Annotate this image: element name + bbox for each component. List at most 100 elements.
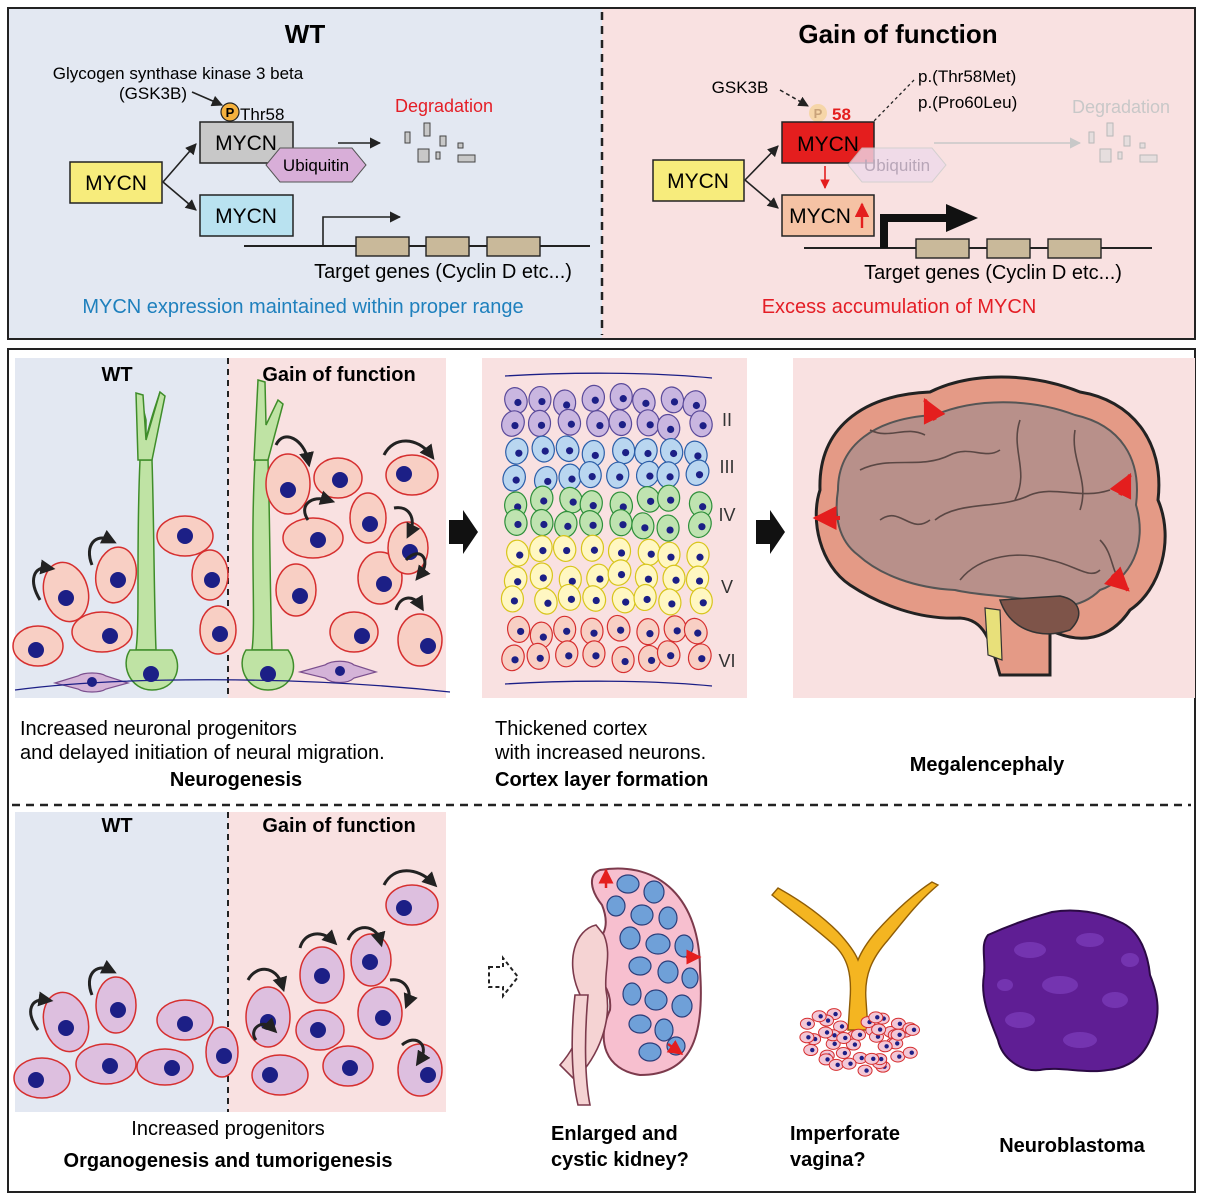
cortex-cell-nucleus [647,656,656,665]
cortex-cell-nucleus [699,503,707,511]
cortex-cell-nucleus [642,399,650,407]
cortex-cell-nucleus [511,656,519,664]
neurogenesis-title: Neurogenesis [170,769,302,791]
phospho-icon [220,102,240,122]
mutation-thr58met: p.(Thr58Met) [918,67,1016,86]
layer-label-ii: II [722,410,732,430]
enhanced-transcription-arrow [880,214,950,248]
cortex-cell-nucleus [589,521,597,529]
cortex-cell-nucleus [692,401,701,410]
kidney-caption-2: cystic kidney? [551,1149,689,1171]
neurogenesis-section: WT Gain of function [12,358,451,791]
cluster-cell-nucleus [810,1047,815,1053]
cortex-cell-nucleus [514,503,522,511]
cluster-cell-nucleus [825,1018,831,1023]
cortex-cell-nucleus [644,575,653,583]
cluster-cell-nucleus [897,1054,902,1059]
cortex-cell-nucleus [616,473,624,481]
cortex-cell-nucleus [563,546,571,555]
cluster-cell-nucleus [871,1056,876,1062]
gof-mutant-mycn-label: MYCN [797,133,859,156]
cortex-cell-nucleus [647,497,655,505]
cortex-cell-nucleus [699,599,707,607]
neuro-caption-1: Increased neuronal progenitors [20,718,297,740]
cortex-cell-nucleus [516,551,524,559]
cortex-cell-nucleus [622,598,630,606]
glia-nucleus [260,666,276,682]
cluster-cell-nucleus [806,1021,812,1026]
organo-title: Organogenesis and tumorigenesis [64,1150,393,1172]
gof-gsk3b-label: GSK3B [712,78,769,97]
cortex-cell-nucleus [568,577,576,585]
cortex-caption-1: Thickened cortex [495,718,647,740]
vagina-cell-cluster [799,1008,921,1077]
cortex-cell-nucleus [567,420,575,428]
migrating-nucleus [335,666,345,676]
cortex-caption-2: with increased neurons. [494,742,706,764]
neuroblastoma-illustration: Neuroblastoma [982,909,1159,1157]
wt-target-genes: Target genes (Cyclin D etc...) [314,261,572,283]
cortex-cell-nucleus [619,395,627,403]
cortex-cell-nucleus [670,449,678,458]
degradation-fragments [404,122,476,163]
gof-branch-arrow-up [744,145,779,181]
cortex-cell-nucleus [514,520,522,529]
gene-box [355,236,410,257]
organo-caption: Increased progenitors [131,1118,324,1140]
phospho-label: P [226,105,235,120]
cortex-cell-nucleus [646,421,654,429]
gene-box [425,236,470,257]
organo-gof-label: Gain of function [262,815,415,837]
cortex-cell-nucleus [694,452,702,460]
cortex-cell-nucleus [617,549,626,557]
gof-target-genes: Target genes (Cyclin D etc...) [864,262,1122,284]
gof-branch-arrow-down [744,179,779,209]
cortex-cell-nucleus [666,526,674,534]
megalencephaly-title: Megalencephaly [910,754,1065,776]
cortex-cell-nucleus [617,626,625,634]
cluster-cell-nucleus [897,1032,902,1037]
cortex-cell-nucleus [643,595,651,604]
pial-surface [14,679,451,693]
enhanced-transcription-head [946,204,978,232]
migrating-nucleus [87,677,97,687]
cortex-cell-nucleus [539,633,547,641]
cortex-cell-nucleus [515,449,523,457]
cortex-cell-nucleus [590,546,599,554]
cortex-cell-nucleus [698,523,706,531]
cluster-cell-nucleus [857,1032,863,1037]
cortex-cell-nucleus [646,472,654,480]
flow-arrow-2 [756,510,785,554]
transcription-arrow [322,211,402,246]
cortex-cell-nucleus [644,449,652,458]
cortex-cell-nucleus [667,425,675,434]
layer-label-v: V [721,577,733,597]
lower-panel-border [7,348,1196,1193]
cortex-cell-nucleus [536,654,544,662]
cluster-cell-nucleus [879,1056,884,1062]
branch-arrow-up [162,143,197,183]
cluster-cell-nucleus [864,1068,869,1073]
cortex-bottom-border [504,680,713,687]
kidney-illustration: Enlarged and cystic kidney? [551,867,702,1171]
faded-phospho-icon [809,104,827,122]
cerebellum [998,595,1080,635]
cortex-cell-nucleus [510,597,519,605]
cortex-cell-nucleus [566,447,574,455]
degradation-label: Degradation [395,96,493,116]
cortex-cell-nucleus [544,477,552,486]
neuroblastoma-caption: Neuroblastoma [999,1135,1145,1157]
cluster-cell-nucleus [818,1014,823,1019]
cortex-cell-nucleus [590,629,598,637]
cluster-cell-nucleus [835,1062,840,1068]
wt-summary: MYCN expression maintained within proper… [82,296,523,318]
cortex-cell-nucleus [537,421,546,429]
cortex-cell-nucleus [695,577,704,585]
gof-summary: Excess accumulation of MYCN [762,296,1037,318]
cortex-cell-nucleus [517,627,525,636]
cortex-cell-nucleus [699,422,707,430]
neurogenesis-nuclei [28,466,436,658]
gof-gene-box [986,238,1031,259]
kidney-growth-arrows [598,868,702,1056]
mutation-pro60leu: p.(Pro60Leu) [918,93,1017,112]
